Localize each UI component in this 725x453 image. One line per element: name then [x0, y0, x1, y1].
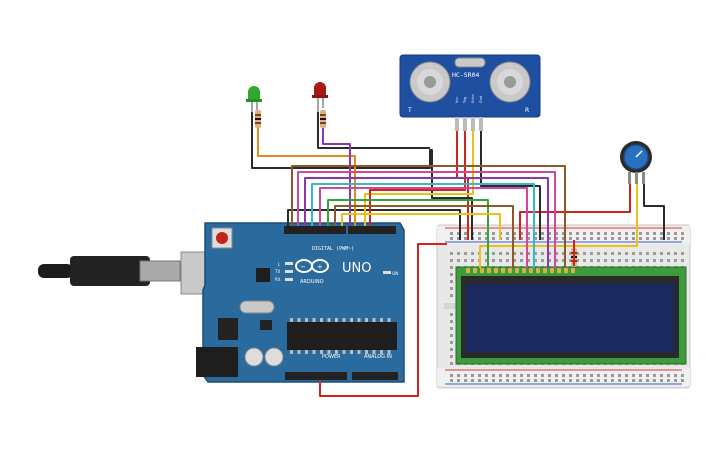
wire-pot-wiper-yellow	[479, 184, 638, 268]
wire-sensor-gnd-black	[480, 131, 541, 240]
wire-lcd-brown	[291, 165, 566, 268]
analog-header	[352, 372, 398, 380]
wire-green-led-orange	[257, 128, 356, 226]
sensor-pin-vcc: Vcc	[455, 97, 459, 103]
wire-lcd-green	[327, 199, 489, 268]
capacitor-1	[244, 347, 264, 367]
sensor-pin-trig: Trig	[463, 97, 467, 104]
wire-lcd-brown-2	[334, 205, 514, 268]
wire-sensor-vcc-red	[456, 131, 469, 240]
lcd-16x2	[455, 266, 687, 365]
arduino-brand-label: ARDUINO	[300, 279, 324, 285]
wire-5v-red	[319, 243, 447, 397]
voltage-regulator	[218, 318, 238, 340]
svg-text:+: +	[317, 263, 323, 271]
capacitor-2	[264, 347, 284, 367]
digital-pins-label: DIGITAL (PWM~)	[312, 246, 354, 252]
sensor-pin-gnd: Gnd	[479, 96, 483, 103]
sensor-model-label: HC-SR04	[452, 71, 479, 79]
resistor-red-led	[320, 110, 326, 128]
sensor-t-mark: T	[407, 107, 412, 114]
wire-lcd-yellow	[341, 213, 501, 240]
atmega-chip	[287, 322, 397, 350]
wire-pot-red	[519, 184, 631, 240]
analog-in-label: ANALOG IN	[364, 354, 392, 360]
tx-label: TX	[274, 269, 280, 274]
led-red	[312, 82, 328, 112]
chip-pins	[290, 318, 391, 354]
wire-gnd-black	[287, 209, 461, 240]
uno-label: UNO	[342, 261, 371, 276]
wire-lcd-pink	[297, 171, 556, 268]
svg-text:−: −	[300, 263, 306, 271]
crystal	[239, 300, 275, 314]
wire-sensor-echo-yellow	[364, 131, 474, 226]
l-label: L	[278, 262, 281, 267]
lcd-pins	[466, 268, 575, 273]
potentiometer[interactable]	[620, 141, 652, 184]
sensor-r-mark: R	[525, 107, 529, 114]
sensor-crystal	[454, 57, 486, 68]
wire-lcd-purple	[304, 177, 549, 268]
digital-header-1	[284, 226, 346, 234]
wire-led-gnd-black	[251, 112, 473, 240]
wire-lcd-pink-2	[319, 187, 528, 268]
usb-chip	[256, 268, 270, 282]
wire-red-led-gnd-black	[317, 112, 430, 149]
lcd-screen	[466, 284, 674, 352]
sensor-pin-echo: Echo	[471, 95, 475, 104]
power-header	[285, 372, 347, 380]
usb-cable	[38, 264, 73, 278]
wire-pot-gnd-black	[643, 184, 665, 240]
wire-sensor-trig-red	[369, 131, 466, 226]
hc-sr04-sensor: HC-SR04 T R Vcc Trig Echo Gnd	[399, 54, 541, 131]
usb-plug-metal	[139, 260, 181, 282]
led-green	[246, 86, 262, 112]
reset-button[interactable]	[216, 232, 228, 244]
arduino-logo: − +	[295, 259, 329, 273]
usb-plug-body	[70, 256, 150, 286]
resistor-green-led	[255, 110, 261, 128]
rx-label: RX	[275, 277, 281, 282]
digital-header-2	[348, 226, 396, 234]
power-label: POWER	[322, 354, 341, 360]
power-jack	[196, 347, 238, 377]
on-label: ON	[392, 271, 398, 276]
arduino-uno-board: DIGITAL (PWM~) − + UNO ARDUINO L TX RX O…	[38, 222, 405, 383]
wires	[251, 112, 665, 397]
wire-lcd-cyan	[311, 183, 535, 268]
